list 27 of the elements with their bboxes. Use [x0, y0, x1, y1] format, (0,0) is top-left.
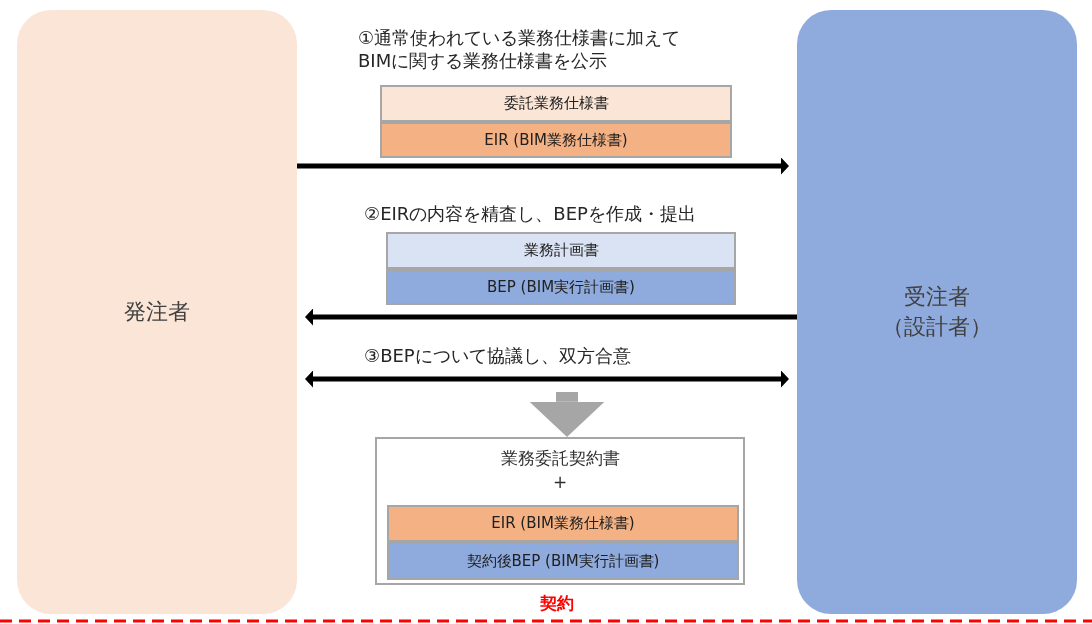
document-box	[380, 85, 732, 122]
contract-label: 契約	[540, 592, 574, 615]
document-title: EIR (BIM業務仕様書)	[491, 514, 635, 533]
party-panel	[17, 10, 297, 614]
arrow	[305, 308, 797, 326]
document-box	[380, 122, 732, 158]
arrow	[297, 157, 789, 175]
step-note: ①通常使われている業務仕様書に加えてBIMに関する業務仕様書を公示	[358, 26, 682, 73]
document-box	[387, 542, 739, 580]
contract-box	[375, 437, 745, 585]
party-name: 受注者（設計者）	[881, 283, 993, 341]
document-box	[387, 505, 739, 542]
block-arrow	[529, 392, 605, 437]
step-note: ②EIRの内容を精査し、BEPを作成・提出	[364, 202, 697, 226]
contract-title: 業務委託契約書	[500, 447, 620, 470]
party-panel	[797, 10, 1077, 614]
document-title: 業務計画書	[523, 241, 599, 260]
party-name: 発注者	[123, 298, 191, 327]
plus-sign: +	[552, 470, 568, 494]
document-title: 委託業務仕様書	[503, 94, 609, 113]
document-title: BEP (BIM実行計画書)	[487, 277, 635, 297]
document-box	[386, 232, 736, 269]
document-title: EIR (BIM業務仕様書)	[484, 130, 628, 150]
document-title: 契約後BEP (BIM実行計画書)	[466, 551, 660, 571]
arrow	[305, 370, 789, 388]
step-label: ③BEPについて協議し、双方合意	[364, 344, 632, 368]
document-box	[386, 269, 736, 305]
